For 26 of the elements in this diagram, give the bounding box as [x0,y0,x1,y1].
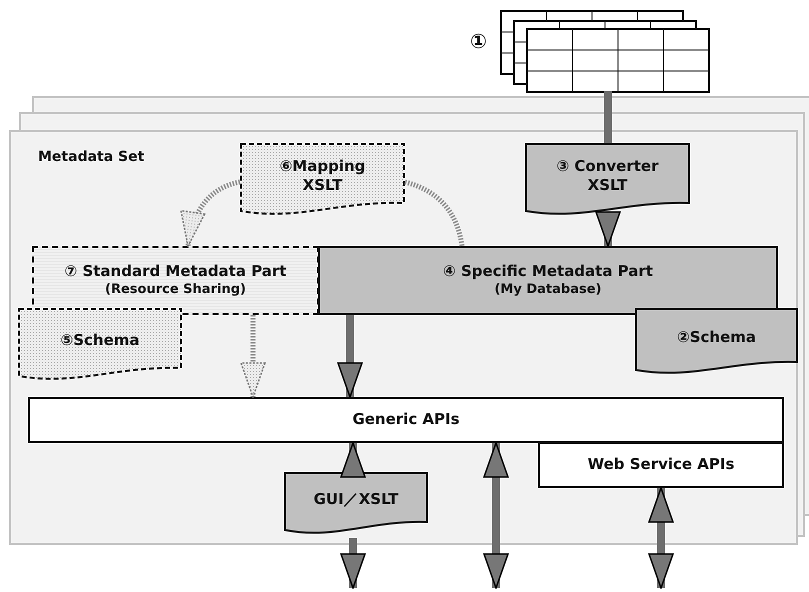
api-box [28,397,784,443]
arrow [337,315,363,398]
callout-number: ① [470,28,487,54]
panel-title: Metadata Set [38,148,144,166]
node-label: ③ Converter XSLT [555,156,660,196]
node-label: ⑤Schema [60,331,140,351]
process-box [32,246,319,315]
node-label: ②Schema [677,328,756,348]
table-stack-drawing [500,10,708,91]
arrow [340,442,366,478]
arrow [595,211,621,247]
node-label: Generic APIs [352,410,460,430]
node-label: ④ Specific Metadata Part [443,262,653,282]
dotted-arrow [240,315,266,398]
arrow [340,538,366,589]
node-label: ⑦ Standard Metadata Part [64,262,286,282]
panel [9,130,798,545]
arrow [648,487,674,589]
node-label: Web Service APIs [588,455,734,475]
subtitle-text: (Resource Sharing) [105,282,246,299]
dotted-arrow [181,180,241,247]
subtitle-text: (My Database) [494,282,602,299]
node-label: GUI／XSLT [314,490,398,510]
arrow [483,442,509,589]
node-label: ⑥Mapping XSLT [278,156,366,196]
api-box [538,442,784,488]
